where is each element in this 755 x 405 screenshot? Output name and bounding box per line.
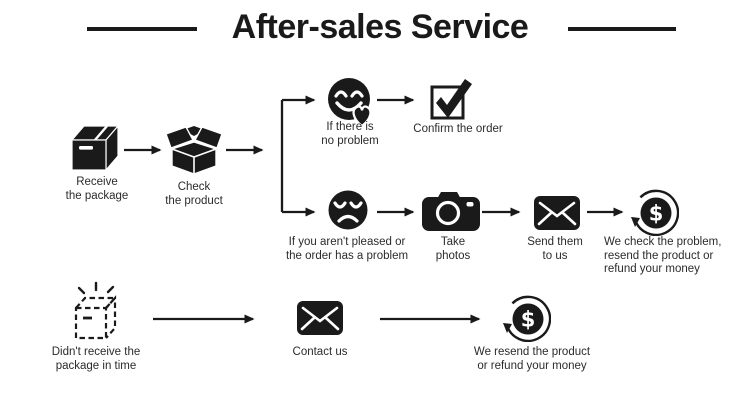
check-product-label: Check the product <box>165 181 223 207</box>
package-missing-icon <box>70 280 122 342</box>
take-photos-label: Take photos <box>435 236 471 262</box>
money-refund-icon: $ <box>503 294 551 342</box>
has-problem-label: If you aren't pleased or the order has a… <box>285 236 409 262</box>
check-and-resolve-label: We check the problem, resend the product… <box>604 236 722 275</box>
title-right-dash <box>568 27 676 31</box>
send-to-us-label: Send them to us <box>527 236 583 262</box>
title-left-dash <box>87 27 197 31</box>
page-title: After-sales Service <box>231 8 529 46</box>
sad-face-icon <box>328 190 368 230</box>
dollar-symbol: $ <box>649 202 664 226</box>
package-closed-icon <box>70 123 126 173</box>
envelope-icon <box>534 196 580 230</box>
receive-package-label: Receive the package <box>65 176 129 202</box>
no-problem-label: If there is no problem <box>321 121 379 147</box>
checkbox-checked-icon <box>429 76 473 120</box>
contact-us-label: Contact us <box>292 346 348 358</box>
confirm-order-label: Confirm the order <box>413 123 503 135</box>
camera-icon <box>422 191 480 231</box>
dollar-symbol: $ <box>521 308 536 332</box>
not-received-label: Didn't receive the package in time <box>51 346 141 372</box>
resend-or-refund-label: We resend the product or refund your mon… <box>473 346 591 372</box>
envelope-icon <box>297 301 343 335</box>
package-open-icon <box>165 124 223 174</box>
money-refund-icon: $ <box>631 188 679 236</box>
happy-face-heart-icon <box>327 77 375 127</box>
